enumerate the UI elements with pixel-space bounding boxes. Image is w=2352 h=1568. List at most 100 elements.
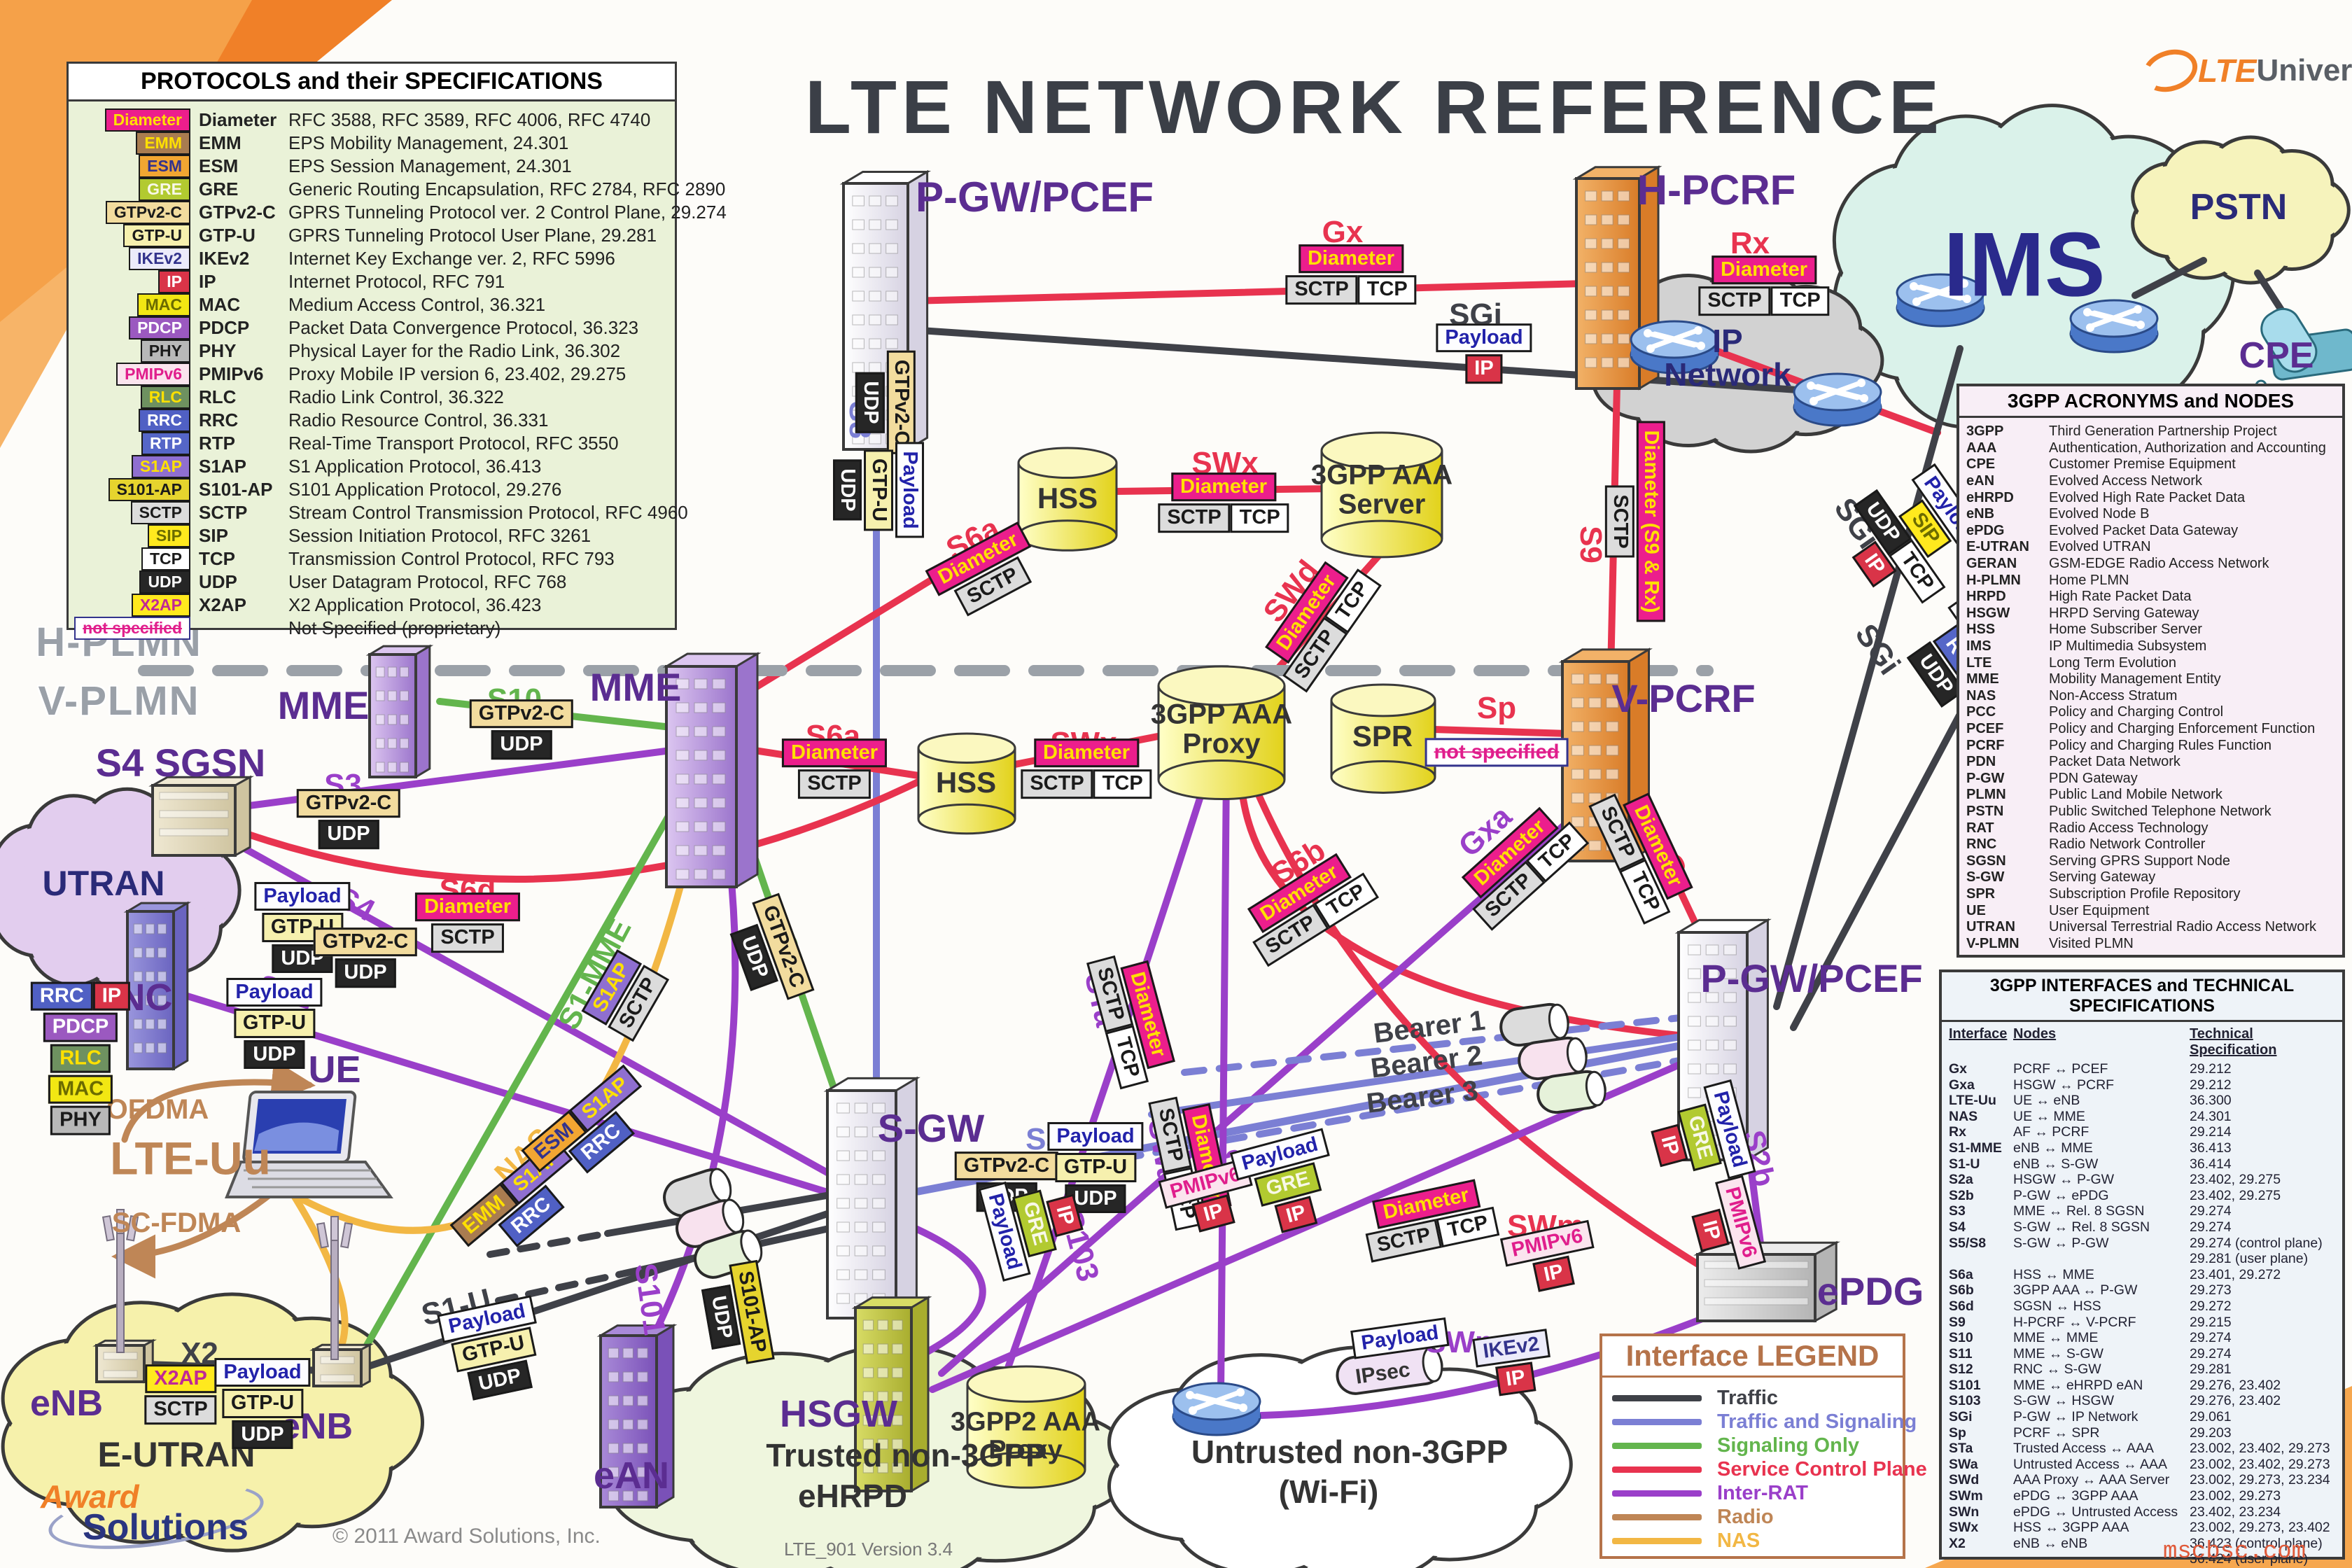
interface-label-s101: S101 — [627, 1261, 672, 1338]
chip-sctp: SCTP — [1158, 503, 1231, 533]
protocol-abbr: PMIPv6 — [199, 363, 264, 384]
interface-spec: 29.212 — [2190, 1077, 2232, 1093]
legend-label: NAS — [1717, 1529, 1760, 1552]
interface-nodes: MME ↔ Rel. 8 SGSN — [2013, 1203, 2145, 1219]
interface-name: S6b — [1949, 1282, 1974, 1298]
chip-udp: UDP — [318, 820, 379, 849]
node-label-hsgw: HSGW — [780, 1392, 897, 1435]
protocol-abbr: RTP — [199, 433, 235, 454]
interface-spec: 36.413 — [2190, 1140, 2232, 1156]
page-title: LTE NETWORK REFERENCE — [805, 64, 1944, 149]
node-label-ean: eAN — [593, 1454, 670, 1497]
acronym: ePDG — [1966, 522, 2005, 538]
acronym-definition: Radio Network Controller — [2049, 836, 2206, 853]
node-hsgw — [851, 1295, 932, 1493]
node-aaa-server — [1320, 431, 1443, 559]
chip-ip: IP — [92, 981, 131, 1011]
acronym-definition: Visited PLMN — [2049, 935, 2134, 951]
protocol-abbr: PDCP — [199, 317, 250, 338]
legend-item-traffic-and-signaling: Traffic and Signaling — [1612, 1410, 1917, 1434]
acronym-definition: Evolved High Rate Packet Data — [2049, 489, 2246, 505]
acronym-definition: Third Generation Partnership Project — [2049, 424, 2277, 440]
chip-tcp: TCP — [1770, 286, 1830, 316]
protocol-chip-gre: GRE — [139, 178, 190, 201]
acronym: UTRAN — [1966, 919, 2015, 935]
protocol-chip-diameter: Diameter — [104, 108, 190, 132]
edge-bearer3 — [1118, 1054, 1703, 1162]
interface-spec: 29.276, 23.402 — [2190, 1377, 2281, 1393]
chip-gtpv2-c: GTPv2-C — [296, 789, 401, 818]
acronym: P-GW — [1966, 770, 2005, 786]
chip-sctp: SCTP — [798, 769, 871, 799]
interface-spec: 36.414 — [2190, 1156, 2232, 1172]
legend-line-swatch — [1612, 1537, 1702, 1544]
node-label-trusted-non-3gpp: Trusted non-3GPP — [766, 1437, 1047, 1474]
interfaces-col-header: Nodes — [2013, 1026, 2057, 1042]
chip-udp: UDP — [335, 958, 396, 988]
acronym-definition: Radio Access Technology — [2049, 820, 2208, 836]
acronym: SPR — [1966, 886, 1996, 902]
protocol-spec: EPS Session Management, 24.301 — [288, 155, 572, 176]
protocol-chip-x2ap: X2AP — [131, 594, 190, 617]
enb2-antenna — [316, 1216, 354, 1360]
interface-nodes: AAA Proxy ↔ AAA Server — [2013, 1472, 2170, 1488]
interface-nodes: AF ↔ PCRF — [2013, 1124, 2090, 1140]
protocol-spec: EPS Mobility Management, 24.301 — [288, 132, 569, 153]
version-note: LTE_901 Version 3.4 — [784, 1539, 953, 1560]
edge-sgi-top — [896, 326, 1832, 396]
node-label-epdg: ePDG — [1816, 1268, 1924, 1313]
node-label-ue: UE — [308, 1048, 361, 1091]
acronym-definition: Home PLMN — [2049, 572, 2129, 588]
protocol-chip-mac: MAC — [136, 293, 190, 316]
interface-spec: 29.274 — [2190, 1219, 2232, 1235]
protocol-abbr: S101-AP — [199, 479, 273, 500]
interface-spec: 23.402, 29.275 — [2190, 1187, 2281, 1203]
node-label-e-utran: E-UTRAN — [97, 1435, 255, 1474]
interface-label-rx: Rx — [1730, 226, 1770, 261]
node-h-pcrf — [1572, 165, 1662, 391]
acronym: H-PLMN — [1966, 572, 2021, 588]
acronym-definition: Policy and Charging Enforcement Function — [2049, 720, 2316, 736]
acronym-definition: Evolved Packet Data Gateway — [2049, 522, 2239, 538]
edge-pstn-ims — [2132, 257, 2207, 299]
acronym: E-UTRAN — [1966, 539, 2029, 555]
protocol-chip-emm: EMM — [136, 132, 190, 155]
interface-nodes: HSS ↔ 3GPP AAA — [2013, 1520, 2129, 1536]
protocol-abbr: GTPv2-C — [199, 202, 276, 223]
interface-nodes: PCRF ↔ PCEF — [2013, 1061, 2108, 1077]
interface-nodes: MME ↔ eHRPD eAN — [2013, 1377, 2143, 1393]
legend-label: Traffic — [1717, 1386, 1779, 1409]
acronym-definition: Evolved UTRAN — [2049, 539, 2151, 555]
protocol-spec: S1 Application Protocol, 36.413 — [288, 456, 542, 477]
acronym: IMS — [1966, 638, 1991, 654]
node-s4-sgsn — [148, 775, 255, 858]
interface-spec: 29.203 — [2190, 1424, 2232, 1441]
chip-udp: UDP — [832, 459, 862, 521]
chip-tcp: TCP — [1357, 275, 1417, 304]
acronym: LTE — [1966, 654, 1992, 671]
acronym-definition: Public Switched Telephone Network — [2049, 803, 2272, 819]
interface-spec: 23.401, 29.272 — [2190, 1266, 2281, 1282]
acronym-definition: Universal Terrestrial Radio Access Netwo… — [2049, 919, 2316, 935]
